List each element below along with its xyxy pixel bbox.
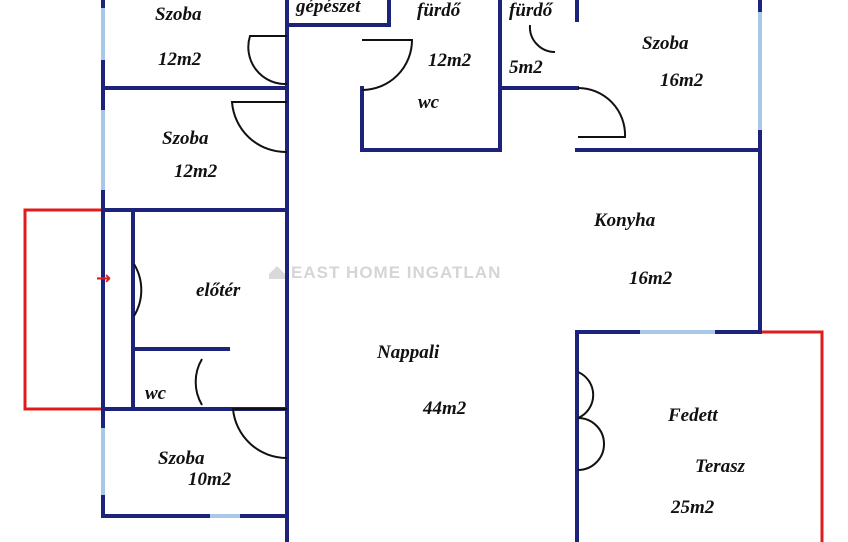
room-labels: Szoba 12m2 gépészet fürdő 12m2 wc fürdő … [145,0,746,518]
room-szoba-mid-area: 12m2 [174,161,218,182]
room-wc-name: wc [145,383,167,404]
terrace-outline [760,330,824,542]
room-konyha-name: Konyha [593,210,656,231]
room-szoba-top-area: 12m2 [158,49,202,70]
windows [101,8,762,518]
room-furdo1-area: 12m2 [428,50,472,71]
entrance-arrow-icon: → [96,268,111,289]
room-szoba-top-name: Szoba [155,4,202,25]
entrance-outline [23,208,103,411]
room-eloter-name: előtér [196,280,241,301]
house-icon [269,266,285,279]
watermark-text: EAST HOME INGATLAN [291,263,501,282]
room-nappali-name: Nappali [376,342,440,363]
watermark-logo: EAST HOME INGATLAN [269,263,501,282]
room-terasz-name: Fedett [667,405,718,426]
room-terasz-area: 25m2 [670,497,715,518]
room-furdo2-name: fürdő [509,0,554,21]
room-furdo1-wc: wc [418,92,440,113]
room-konyha-area: 16m2 [629,268,673,289]
room-furdo2-area: 5m2 [509,57,543,78]
room-gepeszet-name: gépészet [295,0,361,17]
room-szoba-mid-name: Szoba [162,128,209,149]
doors [133,24,627,471]
room-furdo1-name: fürdő [417,0,462,21]
room-szoba-bottom-area: 10m2 [188,469,232,490]
room-szoba-right-name: Szoba [642,33,689,54]
room-nappali-area: 44m2 [422,398,467,419]
room-terasz-name2: Terasz [695,456,746,477]
room-szoba-bottom-name: Szoba [158,448,205,469]
red-outlines [23,208,824,542]
room-szoba-right-area: 16m2 [660,70,704,91]
